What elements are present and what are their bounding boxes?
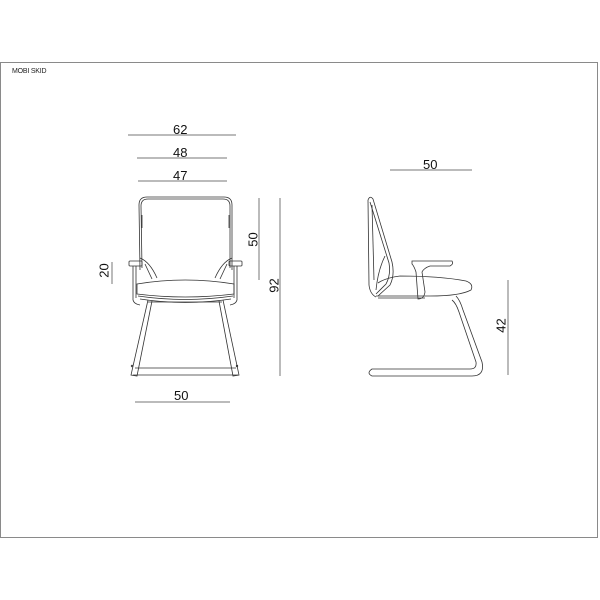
dim-armrest-height: 20 bbox=[96, 263, 112, 278]
front-dimension-lines bbox=[111, 134, 281, 403]
dim-base-width: 50 bbox=[174, 388, 189, 403]
dim-seat-width: 47 bbox=[173, 168, 188, 183]
dim-arm-width: 48 bbox=[173, 145, 188, 160]
dim-seat-height: 42 bbox=[493, 318, 509, 333]
side-view-chair bbox=[367, 196, 483, 377]
dim-overall-height: 92 bbox=[266, 278, 282, 293]
front-view-chair bbox=[128, 196, 243, 377]
dim-overall-width: 62 bbox=[173, 122, 188, 137]
dim-backrest-height: 50 bbox=[245, 232, 261, 247]
model-label: MOBI SKID bbox=[12, 68, 47, 75]
drawing-frame bbox=[0, 62, 598, 538]
dim-depth: 50 bbox=[423, 157, 438, 172]
side-dimension-lines bbox=[390, 169, 509, 375]
